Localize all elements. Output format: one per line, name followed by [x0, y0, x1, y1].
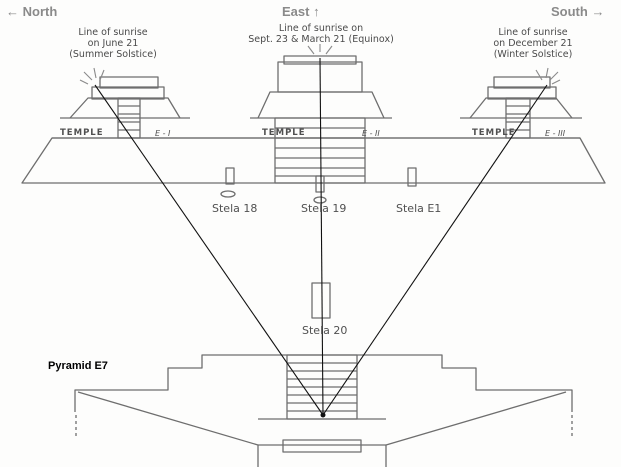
equinox-caption-line2: Sept. 23 & March 21 (Equinox)	[248, 34, 394, 45]
north-direction: ← North	[6, 4, 57, 19]
december-caption-line2: on December 21	[493, 38, 573, 49]
equinox-caption: Line of sunrise on Sept. 23 & March 21 (…	[236, 23, 406, 45]
december-caption-line3: (Winter Solstice)	[493, 49, 573, 60]
pyramid-e7-label: Pyramid E7	[48, 360, 108, 372]
temple-e1-structure	[60, 76, 190, 139]
left-arrow-icon: ←	[6, 4, 23, 19]
south-direction: South →	[551, 4, 604, 19]
equinox-caption-line1: Line of sunrise on	[278, 23, 364, 34]
june-caption-line1: Line of sunrise	[78, 27, 148, 38]
observation-point	[320, 412, 326, 418]
north-label: North	[22, 4, 58, 19]
sightline-winter-solstice	[322, 84, 548, 416]
south-label: South	[551, 4, 588, 19]
sun-rays	[79, 44, 561, 85]
sightline-equinox	[319, 57, 324, 416]
stela-20-label: Stela 20	[302, 324, 348, 337]
december-caption: Line of sunrise on December 21 (Winter S…	[478, 27, 588, 60]
stela-20-marker	[311, 282, 331, 319]
stela-18-base	[220, 190, 236, 198]
sightline-summer-solstice	[94, 84, 324, 416]
june-caption: Line of sunrise on June 21 (Summer Solst…	[58, 27, 168, 60]
up-arrow-icon: ↑	[309, 4, 320, 19]
temple-e2-code: E - II	[362, 129, 380, 138]
stela-19-marker	[315, 175, 325, 193]
december-caption-line1: Line of sunrise	[498, 27, 568, 38]
temple-e3-word: TEMPLE	[472, 128, 516, 138]
june-caption-line3: (Summer Solstice)	[69, 49, 157, 60]
temple-e2-word: TEMPLE	[262, 128, 306, 138]
east-label: East	[282, 4, 310, 19]
stela-19-label: Stela 19	[301, 202, 347, 215]
stela-e1-marker	[407, 167, 417, 187]
east-direction: East ↑	[282, 4, 320, 19]
stela-18-marker	[225, 167, 235, 185]
temple-e1-word: TEMPLE	[60, 128, 104, 138]
temple-e3-code: E - III	[545, 129, 566, 138]
stela-e1-label: Stela E1	[396, 202, 442, 215]
stela-19-base	[313, 196, 327, 204]
june-caption-line2: on June 21	[87, 38, 139, 49]
sight-lines	[94, 57, 548, 416]
right-arrow-icon: →	[587, 4, 605, 19]
stela-18-label: Stela 18	[212, 202, 258, 215]
temple-e3-structure	[460, 76, 582, 139]
temple-e1-code: E - I	[155, 129, 171, 138]
